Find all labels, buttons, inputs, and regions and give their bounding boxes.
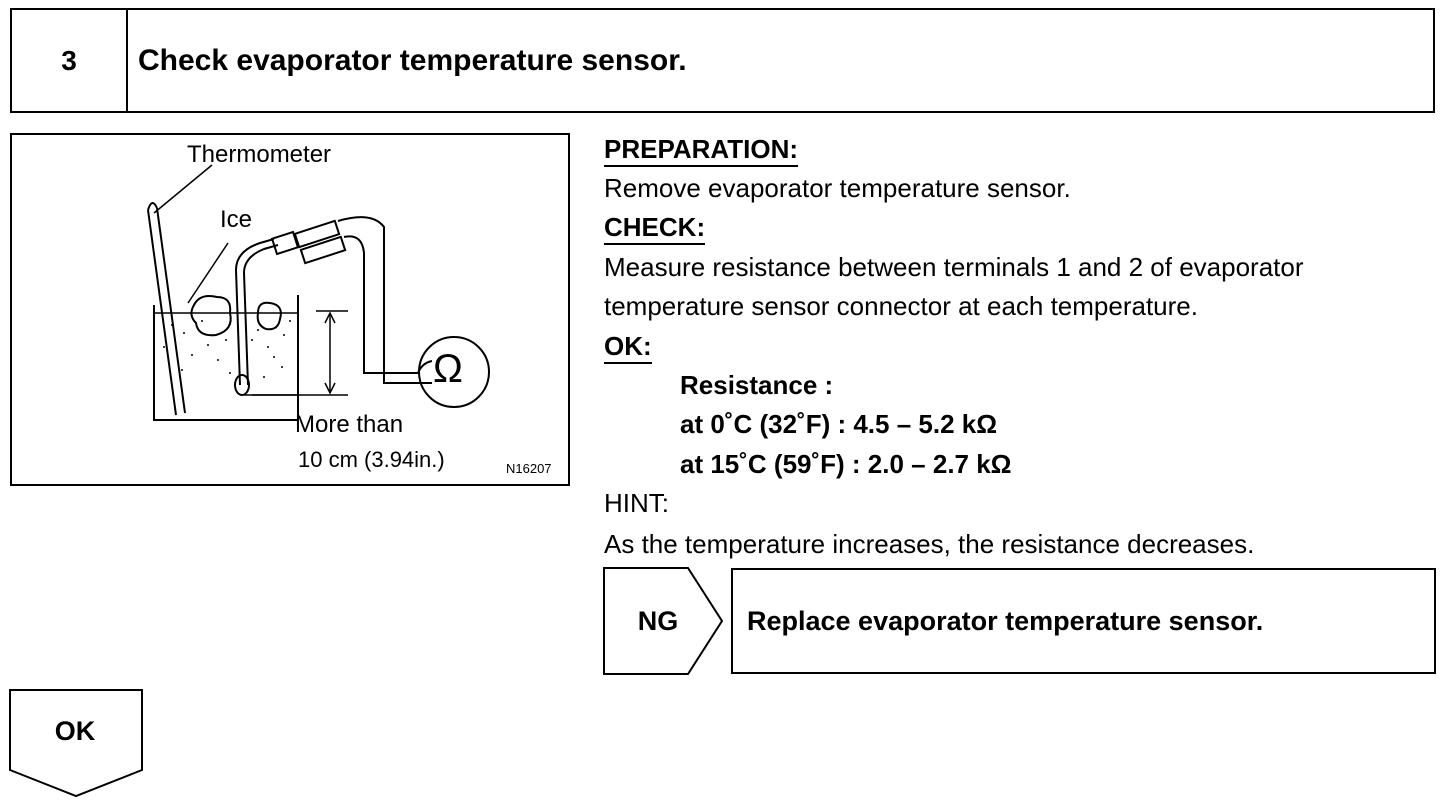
check-line-1: Measure resistance between terminals 1 a… xyxy=(604,252,1304,282)
test-setup-figure: Thermometer Ice Ω More than 10 cm (3.94i… xyxy=(10,133,570,486)
ng-tag-shape xyxy=(603,567,724,675)
ok-tag: OK xyxy=(54,715,96,746)
step-header: 3 Check evaporator temperature sensor. xyxy=(10,8,1435,113)
hint-heading: HINT: xyxy=(604,488,669,518)
label-depth: 10 cm (3.94in.) xyxy=(298,447,445,472)
resistance-label: Resistance : xyxy=(680,370,834,400)
step-title: Check evaporator temperature sensor. xyxy=(138,43,687,77)
ng-result-box: Replace evaporator temperature sensor. xyxy=(731,568,1436,674)
spec-line-1: at 0˚C (32˚F) : 4.5 – 5.2 kΩ xyxy=(680,409,998,439)
test-setup-illustration xyxy=(147,164,490,421)
figure-code: N16207 xyxy=(506,461,552,476)
check-heading: CHECK: xyxy=(604,212,706,245)
label-ice: Ice xyxy=(220,206,253,233)
ohmmeter-icon: Ω xyxy=(433,347,463,391)
ng-result-text: Replace evaporator temperature sensor. xyxy=(747,605,1264,636)
ok-tag-shape xyxy=(9,689,143,798)
ok-heading: OK: xyxy=(604,331,652,364)
ng-tag: NG xyxy=(637,605,679,636)
preparation-heading: PREPARATION: xyxy=(604,134,799,167)
step-number: 3 xyxy=(12,10,128,111)
preparation-text: Remove evaporator temperature sensor. xyxy=(604,173,1071,203)
spec-line-2: at 15˚C (59˚F) : 2.0 – 2.7 kΩ xyxy=(680,449,1012,479)
check-line-2: temperature sensor connector at each tem… xyxy=(604,291,1198,321)
label-more-than: More than xyxy=(295,411,404,438)
hint-text: As the temperature increases, the resist… xyxy=(604,529,1255,559)
label-thermometer: Thermometer xyxy=(187,141,332,168)
